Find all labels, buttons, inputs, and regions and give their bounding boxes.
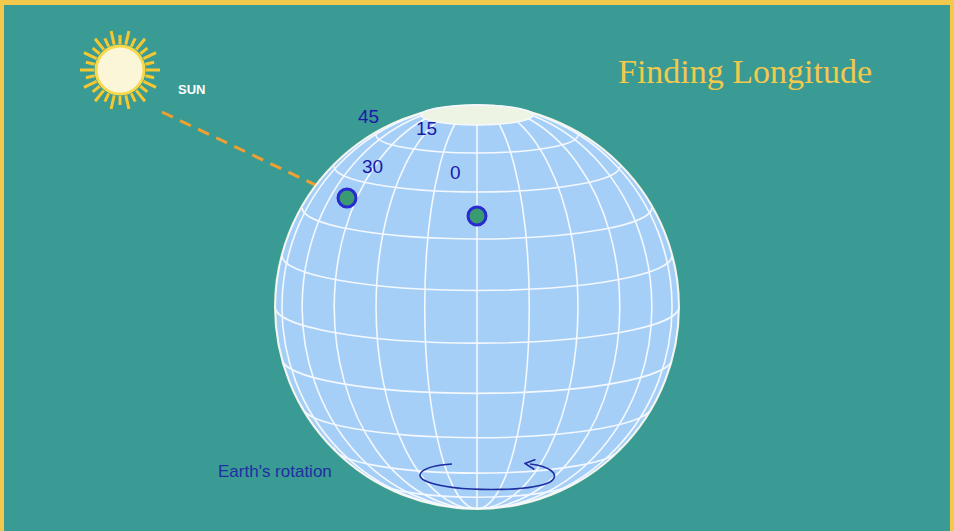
grid-line (425, 105, 477, 509)
title: Finding Longitude (618, 46, 875, 98)
sun-ray (143, 53, 156, 59)
grid-line (477, 105, 620, 509)
grid-line (334, 105, 477, 509)
longitude-number: 30 (362, 156, 383, 178)
grid-line (334, 448, 620, 474)
rotation-arrow (420, 464, 554, 490)
grid-line (477, 105, 652, 509)
grid-line (282, 358, 672, 393)
sun-rays (80, 31, 160, 109)
grid-line (425, 499, 530, 508)
sun-ray (93, 86, 100, 92)
location-dot (468, 207, 486, 225)
sun-ray (95, 39, 104, 50)
grid-line (302, 105, 477, 509)
sun-ray (131, 38, 135, 46)
grid-line (282, 105, 477, 509)
sun-ray (119, 35, 122, 44)
sun-ray (84, 81, 97, 87)
pole-cap (421, 105, 533, 125)
location-dot (338, 189, 356, 207)
globe (275, 105, 679, 509)
grid-line (302, 406, 652, 437)
grid-line (275, 307, 679, 343)
sun-ray (111, 31, 114, 45)
longitude-number: 15 (416, 118, 437, 140)
sun-ray (136, 90, 145, 101)
sun-label: SUN (178, 82, 205, 97)
sun-ray (86, 62, 95, 64)
grid-line (376, 105, 477, 509)
sun-ray (145, 62, 154, 64)
sun-ray (140, 86, 147, 92)
sun-ray (145, 76, 154, 78)
sun-ray (105, 93, 109, 101)
grid-line (476, 105, 478, 509)
sun-ray (119, 96, 122, 105)
sun-ray (126, 31, 129, 45)
globe-grid (275, 105, 679, 509)
grid-line (477, 105, 529, 509)
sun-ray (86, 76, 95, 78)
grid-line (376, 479, 578, 497)
rotation-label: Earth's rotation (218, 462, 332, 482)
sun-ray (140, 48, 147, 54)
grid-line (302, 208, 652, 239)
sun-ray (143, 81, 156, 87)
grid-line (477, 105, 672, 509)
longitude-number: 45 (358, 106, 379, 128)
grid-line (282, 256, 672, 291)
sun-disc (96, 46, 144, 94)
sun-ray (95, 90, 104, 101)
sun-ray (80, 69, 94, 72)
grid-line (376, 135, 578, 153)
sun-ray (84, 53, 97, 59)
sun-ray-line (162, 112, 326, 190)
sun-ray (105, 38, 109, 46)
grid-line (477, 105, 578, 509)
grid-line (477, 105, 679, 509)
sun-ray (146, 69, 160, 72)
sun-ray (111, 95, 114, 109)
grid-line (275, 105, 477, 509)
longitude-number: 0 (450, 162, 461, 184)
sun-ray (126, 95, 129, 109)
sun-ray (131, 93, 135, 101)
sun-ray (93, 48, 100, 54)
sun-ray (136, 39, 145, 50)
